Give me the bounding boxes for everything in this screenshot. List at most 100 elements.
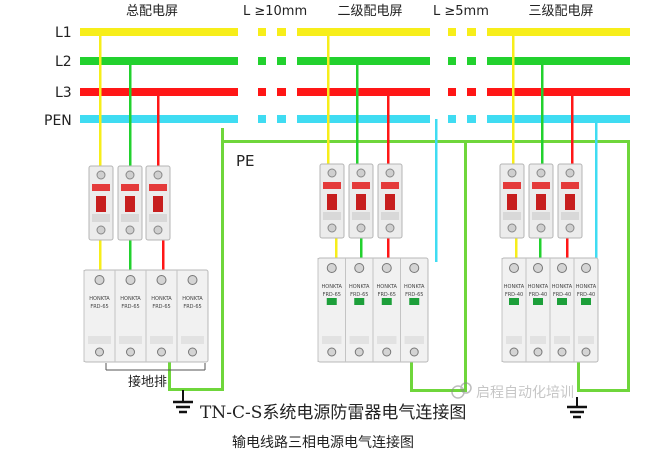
pe-down-main [221,140,224,390]
distance-label-2: L ≥5mm [433,4,489,19]
ground-symbol-left [173,390,193,414]
bus-l3-segment [277,88,286,96]
drop-sec-l2 [356,61,359,168]
bus-l1-segment [448,28,456,36]
drop-wires [99,32,598,272]
bus-l2-segment [297,57,430,65]
panel-title-tertiary: 三级配电屏 [528,4,593,19]
svg-text:HONKTA: HONKTA [151,296,172,302]
bus-l2-segment [467,57,476,65]
pe-spd-secondary [410,362,413,392]
breaker-sec-1 [319,163,345,239]
drop-ter-l1 [512,32,515,168]
svg-text:FRD-65: FRD-65 [121,304,139,310]
bus-l1-segment [258,28,266,36]
spd-tertiary: HONKTAFRD-40HONKTAFRD-40HONKTAFRD-40HONK… [501,257,599,363]
bus-bars [80,28,630,123]
watermark: 启程自动化培训 [451,382,574,401]
bus-pen-segment [467,115,476,123]
pe-ground-link-secondary [410,389,467,392]
bus-pen-segment [258,115,266,123]
drop-ter-l1-spd [515,238,518,262]
drop-ter-pen [595,119,598,262]
bus-l2-segment [277,57,286,65]
svg-text:FRD-40: FRD-40 [505,292,523,298]
svg-text:FRD-65: FRD-65 [405,292,423,298]
diagram-title: TN-C-S系统电源防雷器电气连接图 [200,403,466,423]
svg-text:HONKTA: HONKTA [322,284,343,290]
pe-bus [221,140,630,143]
pe-down-secondary [464,140,467,392]
bus-l2-segment [487,57,630,65]
svg-text:HONKTA: HONKTA [528,284,549,290]
drop-sec-l3 [387,92,390,168]
bus-pen-segment [297,115,430,123]
breaker-ter-1 [499,163,525,239]
breakers [88,163,583,241]
svg-text:FRD-40: FRD-40 [577,292,595,298]
drop-sec-l1-spd [335,238,338,262]
svg-text:HONKTA: HONKTA [377,284,398,290]
svg-text:FRD-40: FRD-40 [553,292,571,298]
breaker-main-2 [117,165,143,241]
drop-main-l3-spd [162,240,165,272]
bus-l2-segment [448,57,456,65]
breaker-main-3 [145,165,171,241]
svg-text:HONKTA: HONKTA [89,296,110,302]
breaker-ter-2 [528,163,554,239]
line-label-l2: L2 [55,54,72,70]
pe-spd-main [168,360,171,390]
bus-l3-segment [487,88,630,96]
svg-text:HONKTA: HONKTA [576,284,597,290]
breaker-sec-2 [348,163,374,239]
drop-main-l2-spd [129,240,132,272]
drop-main-l2 [129,61,132,172]
drop-ter-l3-spd [566,238,569,262]
drop-sec-l1 [327,32,330,168]
panel-title-secondary: 二级配电屏 [337,4,402,19]
bus-pen-segment [448,115,456,123]
svg-text:HONKTA: HONKTA [349,284,370,290]
diagram-subtitle: 输电线路三相电源电气连接图 [232,434,414,451]
line-label-l1: L1 [55,25,72,41]
panel-title-main: 总配电屏 [126,4,178,19]
svg-text:FRD-65: FRD-65 [350,292,368,298]
line-label-pe: PE [236,152,255,170]
svg-text:FRD-65: FRD-65 [90,304,108,310]
ground-bar-label: 接地排 [128,374,167,390]
breaker-sec-3 [377,163,403,239]
pe-ground-link-main [168,388,224,391]
drop-ter-l3 [571,92,574,168]
svg-text:FRD-65: FRD-65 [183,304,201,310]
drop-main-l1-spd [99,240,102,272]
drop-ter-l2-spd [539,238,542,262]
svg-text:HONKTA: HONKTA [504,284,525,290]
bus-pen-segment [277,115,286,123]
bus-l3-segment [297,88,430,96]
bus-l1-segment [80,28,238,36]
spd-secondary: HONKTA FRD-65 HONKTA FRD-65 HONKTA FRD-65 HONK… [317,257,429,363]
pe-spd-tertiary [577,360,580,392]
ground-symbol-right [567,397,587,419]
svg-text:FRD-65: FRD-65 [152,304,170,310]
svg-text:FRD-65: FRD-65 [378,292,396,298]
bus-l3-segment [467,88,476,96]
drop-sec-l2-spd [360,238,363,262]
pe-ground-link-tertiary [577,389,630,392]
distance-label-1: L ≥10mm [243,4,307,19]
drop-sec-l3-spd [387,238,390,262]
watermark-text: 启程自动化培训 [476,385,574,401]
line-label-l3: L3 [55,85,72,101]
bus-l1-segment [487,28,630,36]
bus-pen-segment [487,115,630,123]
svg-text:HONKTA: HONKTA [404,284,425,290]
breaker-ter-3 [557,163,583,239]
svg-text:HONKTA: HONKTA [182,296,203,302]
bus-l2-segment [80,57,238,65]
spd-main: HONKTAFRD-65HONKTAFRD-65HONKTAFRD-65HONK… [83,269,209,363]
breaker-main-1 [88,165,114,241]
drop-main-l3 [157,92,160,172]
bus-l3-segment [258,88,266,96]
bus-l1-segment [297,28,430,36]
